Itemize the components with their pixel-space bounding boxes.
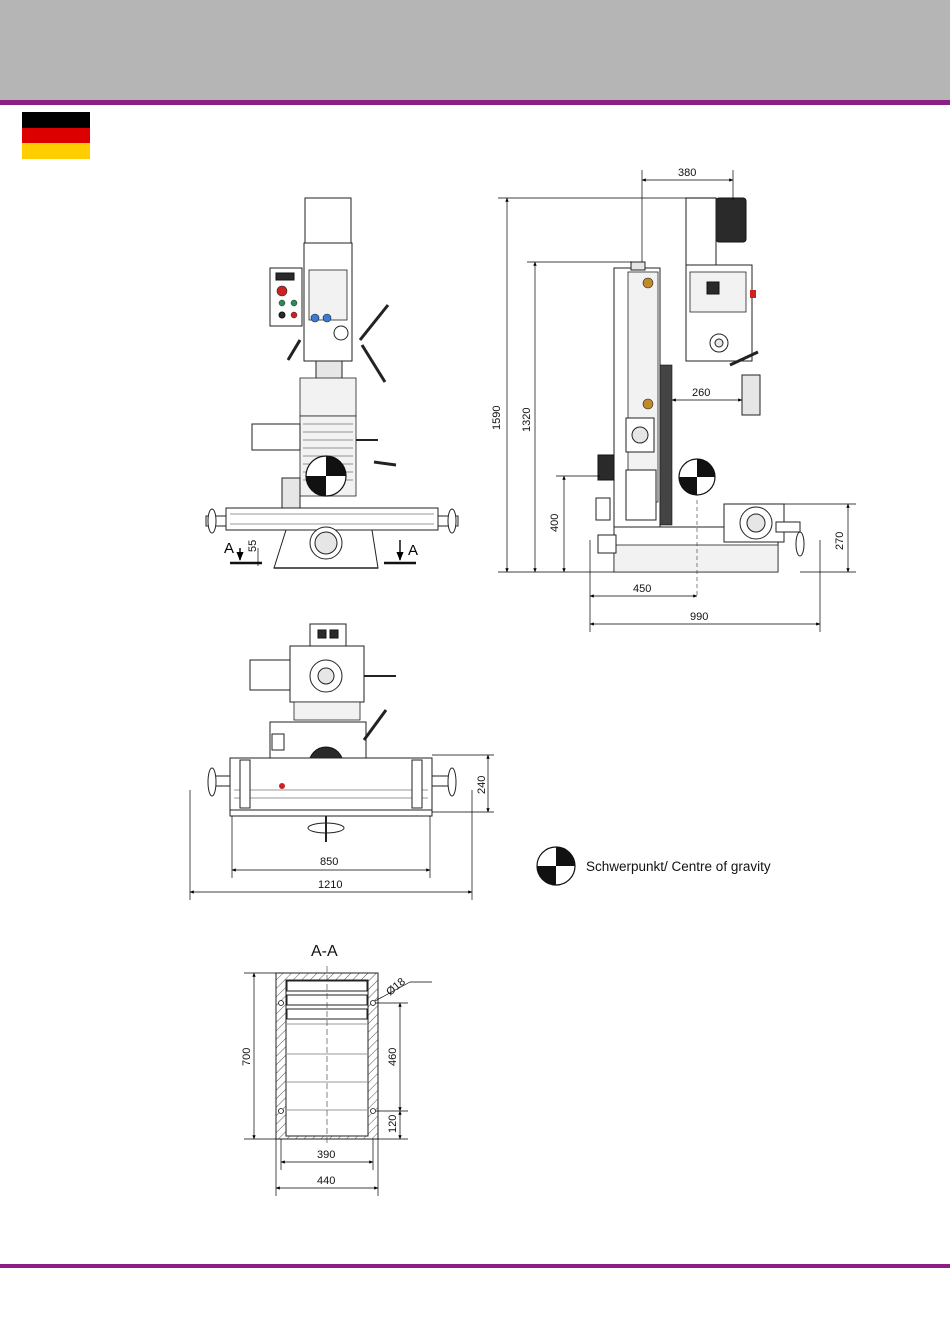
dim-base-width-850: 850 bbox=[320, 856, 338, 868]
work-table bbox=[226, 508, 438, 530]
dim-hole-spacing-460: 460 bbox=[387, 1048, 399, 1066]
dim-height-700: 700 bbox=[241, 1048, 253, 1066]
dim-total-width-1210: 1210 bbox=[318, 879, 342, 891]
section-title: A-A bbox=[311, 943, 338, 960]
mounting-hole bbox=[279, 1001, 284, 1006]
top-view: 240 850 1210 bbox=[190, 624, 494, 900]
front-view: A A 55 bbox=[206, 198, 458, 568]
dim-head-height-1320: 1320 bbox=[521, 408, 533, 432]
dim-total-height-1590: 1590 bbox=[491, 406, 503, 430]
section-mark-right: A bbox=[408, 542, 418, 559]
dim-top-offset-380: 380 bbox=[678, 167, 696, 179]
dim-width-440: 440 bbox=[317, 1175, 335, 1187]
cog-legend-label: Schwerpunkt/ Centre of gravity bbox=[586, 859, 771, 874]
legend-center-of-gravity-icon bbox=[537, 847, 575, 885]
dim-cog-offset-450: 450 bbox=[633, 583, 651, 595]
dim-hole-spacing-390: 390 bbox=[317, 1149, 335, 1161]
dim-hole-diameter: Ø18 bbox=[384, 976, 408, 999]
mounting-hole bbox=[279, 1109, 284, 1114]
dim-hole-offset-120: 120 bbox=[387, 1115, 399, 1133]
section-view: A-A Ø18 700 460 120 bbox=[241, 943, 432, 1196]
side-center-of-gravity-icon bbox=[679, 459, 715, 495]
dim-spindle-reach-260: 260 bbox=[692, 387, 710, 399]
dim-total-depth-990: 990 bbox=[690, 611, 708, 623]
footer-accent-line bbox=[0, 1264, 950, 1268]
mounting-hole bbox=[371, 1001, 376, 1006]
center-of-gravity-icon bbox=[306, 456, 346, 496]
dim-depth-240: 240 bbox=[476, 776, 488, 794]
cog-legend: Schwerpunkt/ Centre of gravity bbox=[537, 847, 771, 885]
section-mark-left: A bbox=[224, 540, 234, 557]
dim-foot-55: 55 bbox=[247, 540, 259, 552]
dim-base-height-270: 270 bbox=[834, 532, 846, 550]
dim-table-height-400: 400 bbox=[549, 514, 561, 532]
column bbox=[300, 378, 356, 416]
top-work-table bbox=[230, 758, 432, 810]
mounting-hole bbox=[371, 1109, 376, 1114]
side-view: 380 1590 1320 400 260 270 450 990 bbox=[491, 167, 856, 632]
